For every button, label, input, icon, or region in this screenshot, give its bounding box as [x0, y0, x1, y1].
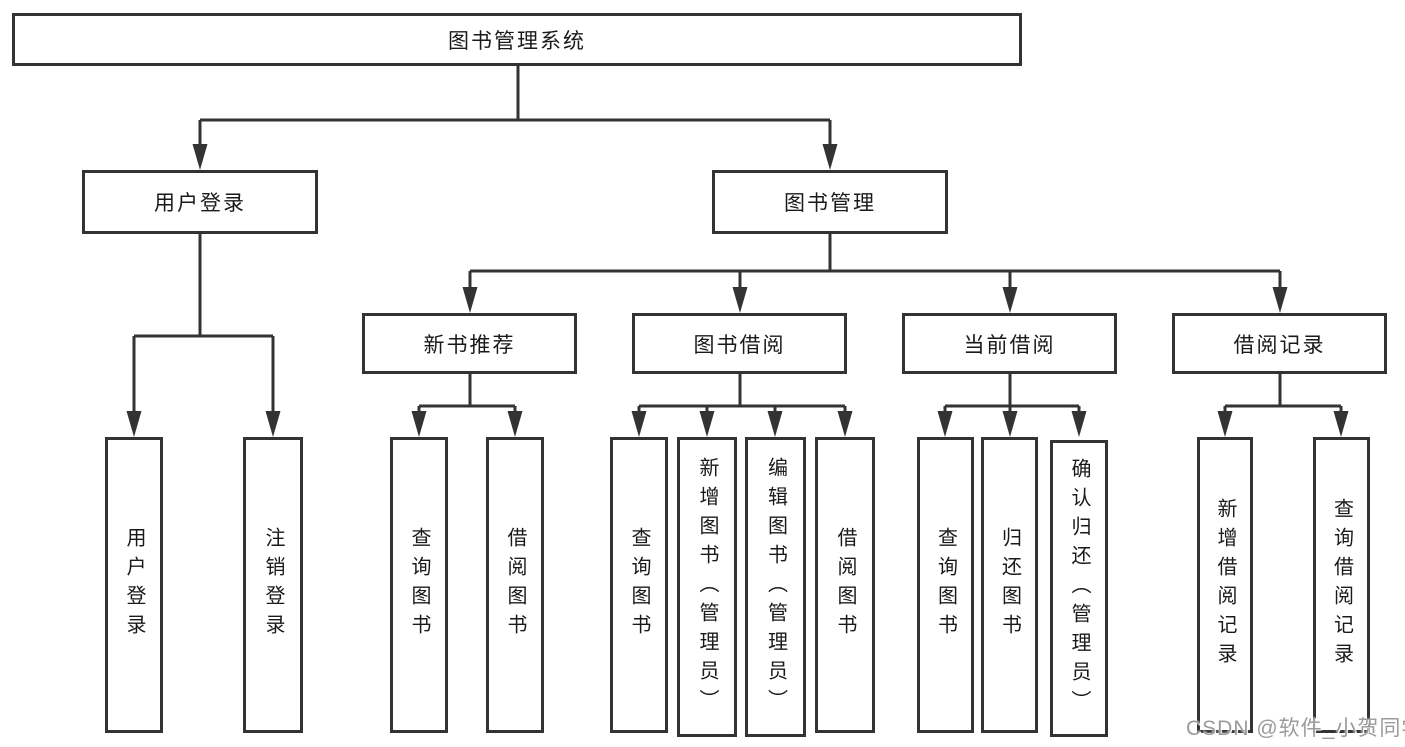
leaf-add-books-admin: 新增图书（管理员） [677, 437, 737, 737]
leaf-recommend-borrow-books: 借阅图书 [486, 437, 544, 733]
leaf-add-borrow-record: 新增借阅记录 [1197, 437, 1253, 733]
node-user-login-label: 用户登录 [154, 192, 246, 215]
node-user-login: 用户登录 [82, 170, 318, 234]
node-book-management: 图书管理 [712, 170, 948, 234]
leaf-query-borrow-record: 查询借阅记录 [1313, 437, 1370, 733]
node-current-borrow-label: 当前借阅 [963, 333, 1056, 357]
node-current-borrow: 当前借阅 [902, 313, 1117, 374]
connector-management-split [462, 234, 1288, 313]
leaf-edit-books-admin-label: 编辑图书（管理员） [764, 456, 787, 718]
leaf-add-borrow-record-label: 新增借阅记录 [1214, 498, 1236, 672]
node-book-borrow: 图书借阅 [632, 313, 847, 374]
leaf-confirm-return-admin: 确认归还（管理员） [1050, 440, 1108, 737]
csdn-watermark: CSDN @软件_小贺同学 [1186, 717, 1405, 740]
node-root: 图书管理系统 [12, 13, 1022, 66]
leaf-query-borrow-record-label: 查询借阅记录 [1330, 498, 1353, 672]
leaf-recommend-query-books-label: 查询图书 [408, 527, 430, 643]
leaf-user-login: 用户登录 [105, 437, 163, 733]
node-borrow-records-label: 借阅记录 [1233, 333, 1326, 357]
leaf-recommend-query-books: 查询图书 [390, 437, 448, 733]
leaf-logout: 注销登录 [243, 437, 303, 733]
connector-records-split [1217, 374, 1349, 437]
connector-current-split [937, 374, 1087, 437]
leaf-current-query-books-label: 查询图书 [934, 527, 957, 643]
node-book-management-label: 图书管理 [784, 192, 876, 215]
node-new-book-recommend: 新书推荐 [362, 313, 577, 374]
leaf-return-books: 归还图书 [981, 437, 1038, 733]
leaf-add-books-admin-label: 新增图书（管理员） [696, 456, 718, 718]
leaf-logout-label: 注销登录 [262, 527, 284, 643]
leaf-confirm-return-admin-label: 确认归还（管理员） [1068, 458, 1090, 719]
leaf-return-books-label: 归还图书 [998, 527, 1021, 643]
connector-login-split [126, 234, 281, 437]
leaf-borrow-books: 借阅图书 [815, 437, 875, 733]
leaf-edit-books-admin: 编辑图书（管理员） [745, 437, 806, 737]
leaf-borrow-books-label: 借阅图书 [834, 527, 856, 643]
leaf-current-query-books: 查询图书 [917, 437, 974, 733]
leaf-borrow-query-books: 查询图书 [610, 437, 668, 733]
connector-root-split [192, 66, 838, 170]
leaf-borrow-query-books-label: 查询图书 [628, 527, 650, 643]
leaf-user-login-label: 用户登录 [123, 527, 145, 643]
node-new-book-recommend-label: 新书推荐 [423, 333, 516, 357]
connector-recommend-split [411, 374, 523, 437]
node-root-label: 图书管理系统 [448, 29, 586, 53]
connector-borrow-split [631, 374, 853, 437]
node-borrow-records: 借阅记录 [1172, 313, 1387, 374]
leaf-recommend-borrow-books-label: 借阅图书 [504, 527, 526, 643]
node-book-borrow-label: 图书借阅 [693, 333, 786, 357]
